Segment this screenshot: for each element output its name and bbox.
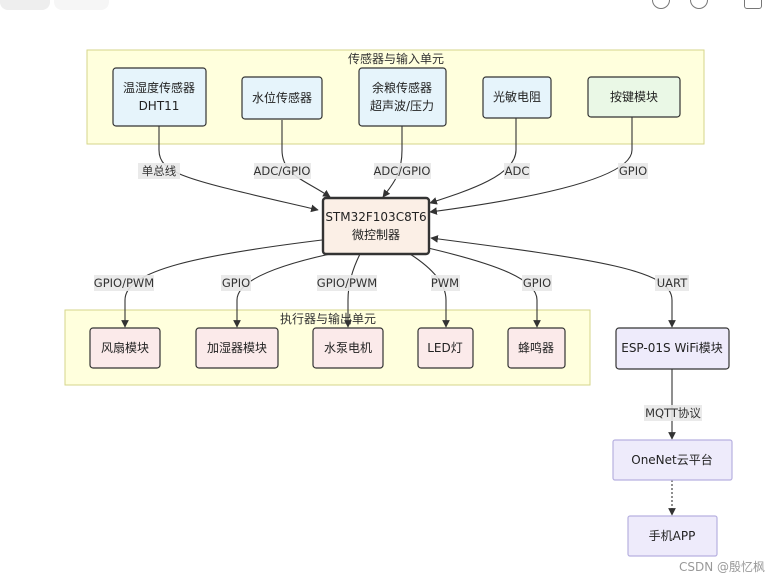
svg-text:光敏电阻: 光敏电阻 <box>493 89 541 104</box>
node-fan[interactable]: 风扇模块 <box>89 327 161 369</box>
view-tab[interactable] <box>54 0 109 10</box>
edge-mcu-hum <box>233 253 331 328</box>
svg-text:STM32F103C8T6: STM32F103C8T6 <box>325 210 426 224</box>
edge-label-esp: UART <box>655 275 689 291</box>
svg-text:PWM: PWM <box>431 276 459 290</box>
svg-text:ADC/GPIO: ADC/GPIO <box>254 164 311 178</box>
svg-text:加湿器模块: 加湿器模块 <box>207 340 267 355</box>
node-pump[interactable]: 水泵电机 <box>312 327 384 369</box>
svg-text:LED灯: LED灯 <box>427 341 463 355</box>
node-led[interactable]: LED灯 <box>417 327 474 369</box>
svg-text:ADC: ADC <box>505 164 530 178</box>
edge-label-dht11: 单总线 <box>138 163 180 179</box>
svg-text:余粮传感器: 余粮传感器 <box>372 80 432 95</box>
svg-text:DHT11: DHT11 <box>139 99 180 113</box>
svg-text:温湿度传感器: 温湿度传感器 <box>123 80 195 95</box>
edge-label-led: PWM <box>431 275 460 291</box>
svg-text:GPIO: GPIO <box>619 164 647 178</box>
sensor-group-title: 传感器与输入单元 <box>348 51 444 66</box>
edges <box>121 117 676 516</box>
svg-text:风扇模块: 风扇模块 <box>101 340 149 355</box>
svg-text:手机APP: 手机APP <box>649 529 696 543</box>
node-humidifier[interactable]: 加湿器模块 <box>195 327 279 369</box>
svg-text:水泵电机: 水泵电机 <box>324 341 372 355</box>
edge-label-grain: ADC/GPIO <box>374 163 431 179</box>
node-esp01s[interactable]: ESP-01S WiFi模块 <box>615 327 730 370</box>
node-key-module[interactable]: 按键模块 <box>587 76 681 118</box>
node-dht11[interactable]: 温湿度传感器 DHT11 <box>112 67 207 127</box>
svg-text:OneNet云平台: OneNet云平台 <box>631 452 713 467</box>
view-tab[interactable] <box>0 0 50 10</box>
edge-light-mcu <box>429 118 517 205</box>
edge-label-mqtt: MQTT协议 <box>644 405 702 421</box>
svg-text:GPIO: GPIO <box>523 276 551 290</box>
node-light-sensor[interactable]: 光敏电阻 <box>482 76 552 119</box>
edge-label-hum: GPIO <box>221 275 251 291</box>
edge-key-mcu <box>429 117 633 215</box>
svg-text:GPIO: GPIO <box>222 276 250 290</box>
edge-mcu-fan <box>121 239 323 328</box>
svg-text:蜂鸣器: 蜂鸣器 <box>518 340 554 355</box>
node-grain-sensor[interactable]: 余粮传感器 超声波/压力 <box>358 67 447 127</box>
edge-labels: 单总线 ADC/GPIO ADC/GPIO ADC GPIO GPIO/PWM … <box>94 163 702 421</box>
svg-text:MQTT协议: MQTT协议 <box>645 406 701 420</box>
svg-text:GPIO/PWM: GPIO/PWM <box>317 276 377 290</box>
edge-label-pump: GPIO/PWM <box>317 275 377 291</box>
top-toolbar <box>0 0 771 12</box>
node-onenet[interactable]: OneNet云平台 <box>612 439 733 481</box>
svg-text:GPIO/PWM: GPIO/PWM <box>94 276 154 290</box>
edge-mcu-esp <box>430 235 676 328</box>
watermark: CSDN @殷忆枫 <box>678 560 765 574</box>
svg-text:ESP-01S WiFi模块: ESP-01S WiFi模块 <box>621 341 723 355</box>
node-water-sensor[interactable]: 水位传感器 <box>241 76 323 120</box>
svg-text:ADC/GPIO: ADC/GPIO <box>374 164 431 178</box>
svg-text:按键模块: 按键模块 <box>610 90 658 104</box>
edge-label-fan: GPIO/PWM <box>94 275 154 291</box>
node-app[interactable]: 手机APP <box>627 515 718 557</box>
fullscreen-icon[interactable] <box>744 0 762 9</box>
edge-label-water: ADC/GPIO <box>254 163 311 179</box>
svg-text:单总线: 单总线 <box>142 164 177 178</box>
svg-text:微控制器: 微控制器 <box>352 228 400 242</box>
svg-text:UART: UART <box>657 276 688 290</box>
edge-label-light: ADC <box>504 163 530 179</box>
svg-text:超声波/压力: 超声波/压力 <box>370 98 434 113</box>
edge-label-buzzer: GPIO <box>522 275 552 291</box>
node-buzzer[interactable]: 蜂鸣器 <box>507 327 566 369</box>
edge-label-key: GPIO <box>618 163 648 179</box>
svg-text:水位传感器: 水位传感器 <box>252 90 312 105</box>
actuator-group-title: 执行器与输出单元 <box>280 311 376 326</box>
node-mcu[interactable]: STM32F103C8T6 微控制器 <box>321 196 431 256</box>
edge-dht11-mcu <box>158 126 319 213</box>
